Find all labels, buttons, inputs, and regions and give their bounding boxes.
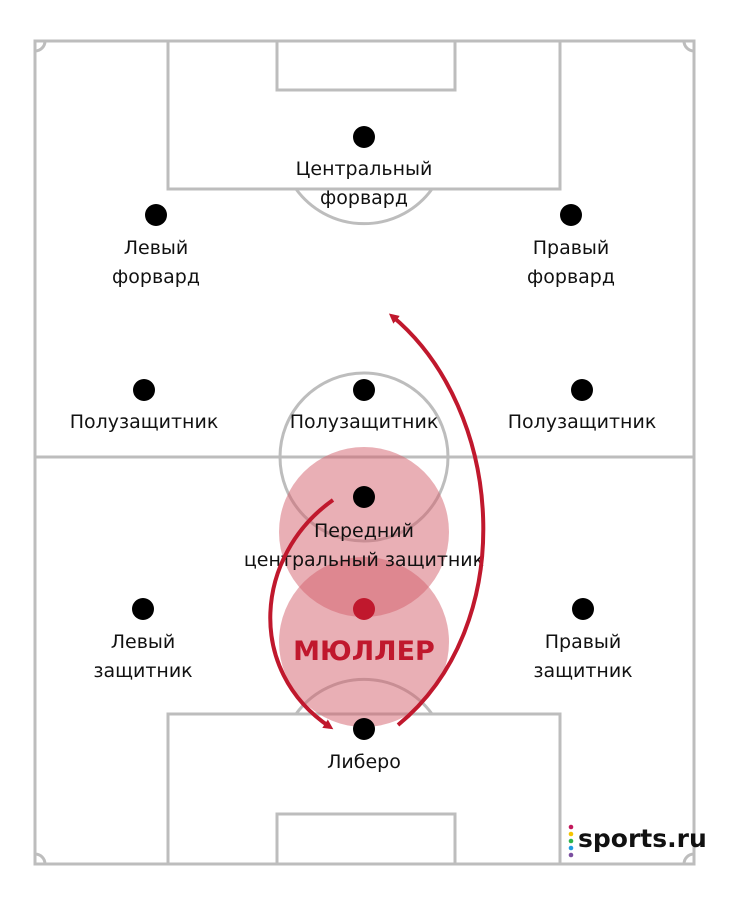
player-dot: [572, 598, 594, 620]
corner-arcs: [34, 40, 695, 865]
top-penalty-arc: [294, 188, 434, 226]
player-dot: [145, 204, 167, 226]
muller-zones: [279, 447, 449, 727]
player-dot: [133, 379, 155, 401]
player-dot: [571, 379, 593, 401]
player-dot: [132, 598, 154, 620]
svg-text:sports.ru: sports.ru: [578, 824, 707, 853]
player-dot: [353, 486, 375, 508]
player-dot: [560, 204, 582, 226]
arrow-drop-back: [268, 498, 335, 730]
label-libero: Либеро: [327, 751, 401, 773]
player-dot: [353, 718, 375, 740]
label-mid-center: Полузащитник: [290, 411, 439, 433]
player-dot: [353, 126, 375, 148]
top-goal-box: [275, 39, 457, 92]
muller-dot: [353, 598, 375, 620]
player-name-muller: МЮЛЛЕР: [293, 636, 435, 667]
label-mid-left: Полузащитник: [70, 411, 219, 433]
player-dot: [353, 379, 375, 401]
bottom-goal-box: [275, 812, 457, 866]
sports-ru-logo: sports.ru: [568, 824, 707, 858]
label-mid-right: Полузащитник: [508, 411, 657, 433]
arrow-push-forward: [388, 313, 486, 727]
